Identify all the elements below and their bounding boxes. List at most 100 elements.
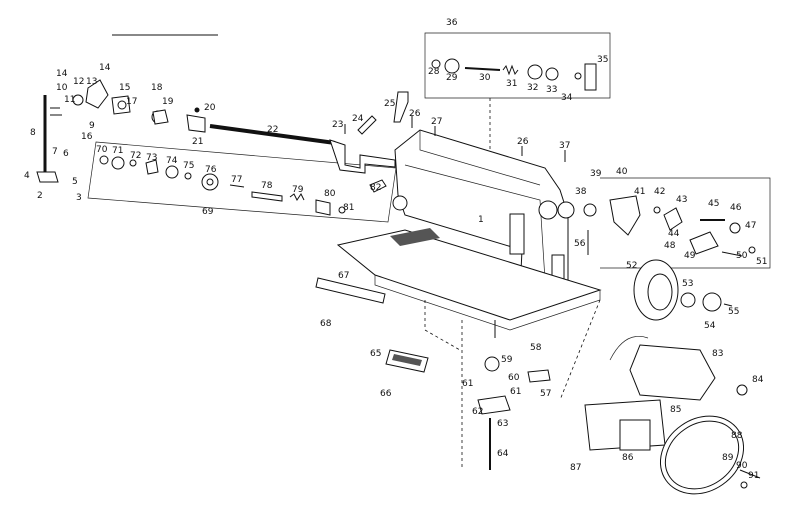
part-3: 3 xyxy=(76,193,82,203)
part-1: 1 xyxy=(478,215,484,225)
part-28: 28 xyxy=(428,67,440,77)
part-90: 90 xyxy=(736,461,748,471)
machine-bed xyxy=(336,228,602,338)
leader-lines xyxy=(424,98,601,401)
part-83: 83 xyxy=(712,349,723,359)
part-78: 78 xyxy=(261,181,273,191)
part-52: 52 xyxy=(626,261,637,271)
part-72: 72 xyxy=(130,151,141,161)
part-49: 49 xyxy=(684,251,696,261)
part-40: 40 xyxy=(616,167,628,177)
part-50: 50 xyxy=(736,251,748,261)
part-42: 42 xyxy=(654,187,665,197)
part-73: 73 xyxy=(146,153,157,163)
part-64: 64 xyxy=(497,449,509,459)
part-24: 24 xyxy=(352,114,364,124)
part-38: 38 xyxy=(575,187,587,197)
part-66: 66 xyxy=(380,389,392,399)
part-32: 32 xyxy=(527,83,538,93)
part-20: 20 xyxy=(204,103,216,113)
shaft-boss xyxy=(538,200,558,220)
part-44: 44 xyxy=(668,229,680,239)
part-14-right: 14 xyxy=(99,63,111,73)
part-26-top: 26 xyxy=(409,109,421,119)
part-33: 33 xyxy=(546,85,557,95)
part-48: 48 xyxy=(664,241,676,251)
part-22: 22 xyxy=(267,125,278,135)
part-56: 56 xyxy=(574,239,586,249)
hand-wheel-boss xyxy=(392,195,408,211)
part-4: 4 xyxy=(24,171,30,181)
part-2: 2 xyxy=(37,191,43,201)
part-59: 59 xyxy=(501,355,513,365)
head-window xyxy=(509,213,525,255)
group-40-parts xyxy=(557,195,756,257)
part-77: 77 xyxy=(231,175,242,185)
part-91: 91 xyxy=(748,471,759,481)
hand-wheel xyxy=(633,259,733,321)
part-76: 76 xyxy=(205,165,217,175)
part-89: 89 xyxy=(722,453,734,463)
part-5: 5 xyxy=(72,177,78,187)
mid-top-parts xyxy=(152,91,566,193)
part-9: 9 xyxy=(89,121,95,131)
part-71: 71 xyxy=(112,146,123,156)
group-69-frame xyxy=(87,141,397,223)
part-number-labels: 1 2 3 4 5 6 7 8 9 10 11 12 13 14 14 15 1… xyxy=(24,18,767,481)
part-70: 70 xyxy=(96,145,108,155)
part-79: 79 xyxy=(292,185,304,195)
part-87: 87 xyxy=(570,463,581,473)
group-36-parts xyxy=(431,58,597,91)
part-25: 25 xyxy=(384,99,395,109)
part-34: 34 xyxy=(561,93,573,103)
part-27: 27 xyxy=(431,117,442,127)
part-23: 23 xyxy=(332,120,343,130)
part-36: 36 xyxy=(446,18,458,28)
group-40-frame xyxy=(600,177,771,269)
part-68: 68 xyxy=(320,319,332,329)
part-81: 81 xyxy=(343,203,354,213)
part-35: 35 xyxy=(597,55,608,65)
part-51: 51 xyxy=(756,257,767,267)
part-75: 75 xyxy=(183,161,194,171)
part-85: 85 xyxy=(670,405,681,415)
part-13: 13 xyxy=(86,77,97,87)
part-88: 88 xyxy=(731,431,743,441)
part-47: 47 xyxy=(745,221,756,231)
under-bed-parts xyxy=(461,230,589,470)
group-36-frame xyxy=(424,32,611,99)
part-54: 54 xyxy=(704,321,716,331)
part-19: 19 xyxy=(162,97,174,107)
part-37: 37 xyxy=(559,141,570,151)
motor-assembly xyxy=(584,336,761,495)
part-69: 69 xyxy=(202,207,214,217)
part-86: 86 xyxy=(622,453,634,463)
part-63: 63 xyxy=(497,419,508,429)
part-30: 30 xyxy=(479,73,491,83)
part-8: 8 xyxy=(30,128,36,138)
part-55: 55 xyxy=(728,307,739,317)
part-39: 39 xyxy=(590,169,602,179)
part-67: 67 xyxy=(338,271,349,281)
part-26-mid: 26 xyxy=(517,137,529,147)
arm-shaft xyxy=(209,124,396,174)
part-17: 17 xyxy=(126,97,137,107)
part-41: 41 xyxy=(634,187,645,197)
part-45: 45 xyxy=(708,199,719,209)
part-57: 57 xyxy=(540,389,551,399)
part-74: 74 xyxy=(166,156,178,166)
part-61-right: 61 xyxy=(510,387,521,397)
part-15: 15 xyxy=(119,83,130,93)
part-46: 46 xyxy=(730,203,742,213)
part-18: 18 xyxy=(151,83,163,93)
part-43: 43 xyxy=(676,195,687,205)
part-14-left: 14 xyxy=(56,69,68,79)
part-65: 65 xyxy=(370,349,381,359)
group-69-parts xyxy=(99,155,346,216)
part-61-left: 61 xyxy=(462,379,473,389)
left-parts xyxy=(36,79,206,183)
part-29: 29 xyxy=(446,73,458,83)
part-12: 12 xyxy=(73,77,84,87)
part-16: 16 xyxy=(81,132,93,142)
